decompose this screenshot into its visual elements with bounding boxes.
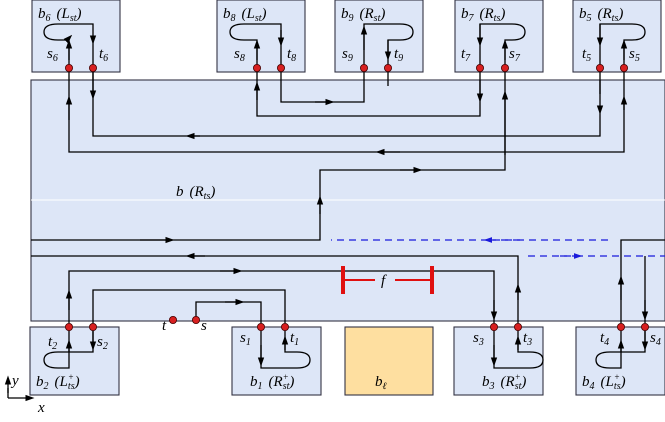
terminal-dots: [65, 64, 650, 331]
block-label-b-ell: bℓ: [375, 374, 387, 392]
svg-text:b2(L+ts): b2(L+ts): [36, 372, 80, 392]
pin-label-s: s: [201, 318, 207, 334]
box-b6: [31, 0, 121, 73]
box-b5: [572, 0, 662, 73]
terminal-t4: [617, 322, 626, 331]
pin-label-s2: s2: [97, 334, 108, 352]
terminal-s7: [500, 64, 509, 73]
block-label-b2: b2(L+ts): [36, 372, 80, 392]
terminal-s4: [641, 322, 650, 331]
pin-label-t4: t4: [600, 330, 609, 348]
pin-label-t1: t1: [290, 330, 299, 348]
svg-text:b1(R+st): b1(R+st): [250, 372, 294, 392]
box-b9: [334, 0, 424, 73]
wire-b6-loop: [43, 23, 94, 41]
pin-label-s3: s3: [473, 330, 484, 348]
box-b2: [29, 326, 120, 396]
terminal-s5: [620, 64, 629, 73]
wire-b8-loop: [229, 23, 282, 68]
wire-s2-to-t1: [92, 289, 286, 323]
pin-label-s8: s8: [234, 46, 245, 64]
terminal-t1: [280, 322, 289, 331]
svg-text:b7(Rts): b7(Rts): [461, 6, 505, 24]
pin-label-s5: s5: [629, 46, 640, 64]
wire-b2-loop: [43, 327, 94, 369]
svg-text:b9(Rst): b9(Rst): [341, 6, 385, 24]
pin-label-t9: t9: [394, 46, 403, 64]
pin-label-t2: t2: [48, 334, 57, 352]
block-label-main: b(Rts): [176, 184, 215, 202]
pin-label-s7: s7: [509, 46, 521, 64]
terminal-t7: [475, 64, 484, 73]
pin-labels: s6 t6 s8 t8 s9 t9 t7 s7 t5 s5 t2 s2 s1 t…: [47, 46, 661, 352]
terminal-t5: [596, 64, 605, 73]
block-label-b9: b9(Rst): [341, 6, 385, 24]
terminal-s1: [256, 322, 265, 331]
wire-b1-loop: [260, 327, 311, 369]
svg-text:b3(R+st): b3(R+st): [482, 372, 526, 392]
wire-b7-loop: [479, 23, 526, 68]
pin-label-s4: s4: [650, 330, 661, 348]
svg-text:bℓ: bℓ: [375, 374, 387, 392]
axes-indicator: y x: [4, 373, 45, 416]
block-label-b3: b3(R+st): [482, 372, 526, 392]
terminal-s2: [89, 322, 98, 331]
terminal-t9: [383, 64, 392, 73]
svg-text:b(Rts): b(Rts): [176, 184, 215, 202]
terminal-t8: [276, 64, 285, 73]
block-label-b5: b5(Rts): [579, 6, 623, 24]
wire-b3-loop: [493, 327, 544, 369]
terminal-t6: [89, 64, 98, 73]
block-label-b1: b1(R+st): [250, 372, 294, 392]
f-label: f: [381, 273, 387, 289]
x-axis-label: x: [37, 400, 45, 416]
terminal-s6: [65, 64, 74, 73]
block-label-b6: b6(Lst): [38, 6, 82, 24]
wire-b9-loop: [363, 23, 414, 68]
terminal-s8: [252, 64, 261, 73]
pin-label-t6: t6: [99, 46, 108, 64]
svg-text:b8(Lst): b8(Lst): [223, 6, 267, 24]
terminal-s9: [359, 64, 368, 73]
pin-label-s9: s9: [342, 46, 353, 64]
pin-label-t3: t3: [523, 330, 532, 348]
terminal-t3: [514, 322, 523, 331]
block-label-b7: b7(Rts): [461, 6, 505, 24]
wire-b5-loop: [599, 23, 646, 68]
pin-label-t: t: [162, 318, 167, 334]
terminal-s: [191, 315, 200, 324]
block-label-b4: b4(L+ts): [582, 372, 626, 392]
pin-label-t5: t5: [582, 46, 591, 64]
terminal-t2: [65, 322, 74, 331]
box-b1: [231, 326, 322, 396]
box-b7: [454, 0, 544, 73]
block-label-b8: b8(Lst): [223, 6, 267, 24]
svg-text:b4(L+ts): b4(L+ts): [582, 372, 626, 392]
box-b3: [453, 326, 544, 396]
terminal-s3: [489, 322, 498, 331]
svg-text:b6(Lst): b6(Lst): [38, 6, 82, 24]
wire-b4-loop: [595, 327, 646, 369]
y-axis-label: y: [10, 373, 19, 389]
pin-label-t8: t8: [287, 46, 296, 64]
pin-label-s1: s1: [240, 330, 251, 348]
svg-text:b5(Rts): b5(Rts): [579, 6, 623, 24]
pin-label-t7: t7: [461, 46, 471, 64]
terminal-t: [168, 315, 177, 324]
box-b-ell: [344, 326, 434, 396]
wire-t5-to-t6: [92, 68, 601, 137]
pin-label-s6: s6: [47, 46, 58, 64]
